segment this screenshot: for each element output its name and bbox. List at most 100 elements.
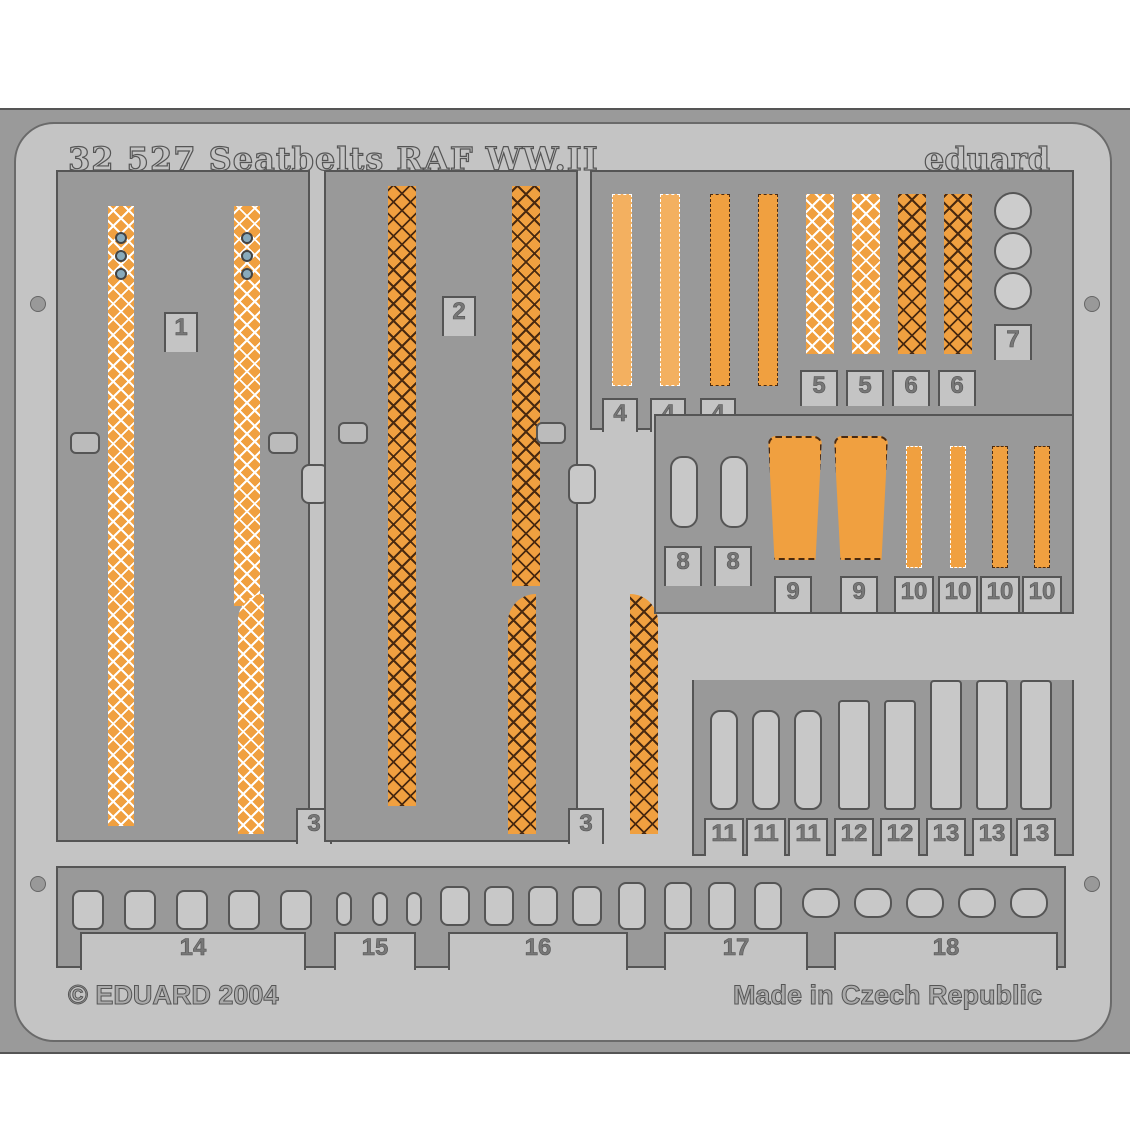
pad-9[interactable]	[768, 436, 822, 560]
clip-15-icon	[406, 892, 422, 926]
buckle-17-icon	[618, 882, 646, 930]
buckle-16-icon	[572, 886, 602, 926]
part-number-13: 13	[972, 818, 1012, 856]
buckle-icon	[536, 422, 566, 444]
buckle-icon	[338, 422, 368, 444]
rivet-icon	[115, 268, 127, 280]
strap-10[interactable]	[906, 446, 922, 568]
buckle-16-icon	[528, 886, 558, 926]
part-number-1: 1	[164, 312, 198, 352]
lap-strap[interactable]	[238, 594, 264, 834]
part-number-13: 13	[1016, 818, 1056, 856]
disc-part-icon	[994, 272, 1032, 310]
buckle-16-icon	[484, 886, 514, 926]
copyright-text: © EDUARD 2004	[67, 980, 279, 1011]
buckle-icon	[70, 432, 100, 454]
strap-4[interactable]	[660, 194, 680, 386]
part-number-6: 6	[938, 370, 976, 406]
hook-14-icon	[72, 890, 104, 930]
rivet-icon	[241, 268, 253, 280]
part-number-8: 8	[714, 546, 752, 586]
part-number-8: 8	[664, 546, 702, 586]
mounting-hole-icon	[30, 296, 46, 312]
part-panel-14-18: 14 15 16 17 18	[56, 866, 1066, 970]
disc-part-icon	[994, 232, 1032, 270]
fret-frame: 32 527 Seatbelts RAF WW.II eduard 1 3	[14, 122, 1112, 1042]
mounting-hole-icon	[30, 876, 46, 892]
buckle-8-icon	[670, 456, 698, 528]
strap-4[interactable]	[612, 194, 632, 386]
quick-release-icon	[568, 464, 596, 504]
part-number-2: 2	[442, 296, 476, 336]
part-number-15: 15	[334, 932, 416, 970]
mounting-hole-icon	[1084, 296, 1100, 312]
rivet-icon	[115, 232, 127, 244]
buckle-13-icon	[930, 680, 962, 810]
clip-15-icon	[336, 892, 352, 926]
rivet-icon	[241, 250, 253, 262]
buckle-16-icon	[440, 886, 470, 926]
part-panel-11-13: 11 11 11 12 12 13 13 13	[692, 680, 1074, 856]
shoulder-strap[interactable]	[108, 206, 134, 826]
part-panel-4-7: 4 4 4 5 5 6 6 7	[590, 170, 1074, 432]
part-number-10: 10	[938, 576, 978, 612]
part-number-5: 5	[800, 370, 838, 406]
clip-15-icon	[372, 892, 388, 926]
part-number-12: 12	[834, 818, 874, 856]
buckle-18-icon	[802, 888, 840, 918]
part-number-10: 10	[894, 576, 934, 612]
part-number-18: 18	[834, 932, 1058, 970]
part-number-5: 5	[846, 370, 884, 406]
part-number-4: 4	[602, 398, 638, 432]
strap-4[interactable]	[758, 194, 778, 386]
part-panel-8-10: 8 8 9 9 10 10 10 10	[654, 414, 1074, 614]
strap-10[interactable]	[1034, 446, 1050, 568]
strap-4[interactable]	[710, 194, 730, 386]
strap-10[interactable]	[950, 446, 966, 568]
photo-etch-fret: 32 527 Seatbelts RAF WW.II eduard 1 3	[0, 108, 1130, 1054]
strap-5[interactable]	[806, 194, 834, 354]
shoulder-strap[interactable]	[512, 186, 540, 586]
part-number-9: 9	[774, 576, 812, 612]
buckle-17-icon	[708, 882, 736, 930]
buckle-11-icon	[710, 710, 738, 810]
strap-10[interactable]	[992, 446, 1008, 568]
disc-part-icon	[994, 192, 1032, 230]
part-number-3: 3	[568, 808, 604, 844]
part-number-7: 7	[994, 324, 1032, 360]
part-number-17: 17	[664, 932, 808, 970]
part-number-13: 13	[926, 818, 966, 856]
shoulder-strap[interactable]	[388, 186, 416, 806]
strap-6[interactable]	[898, 194, 926, 354]
part-panel-1: 1	[56, 170, 310, 842]
part-number-11: 11	[746, 818, 786, 856]
buckle-18-icon	[958, 888, 996, 918]
buckle-12-icon	[838, 700, 870, 810]
buckle-11-icon	[794, 710, 822, 810]
lap-strap[interactable]	[630, 594, 658, 834]
part-number-11: 11	[788, 818, 828, 856]
shoulder-strap[interactable]	[234, 206, 260, 606]
hook-14-icon	[280, 890, 312, 930]
strap-5[interactable]	[852, 194, 880, 354]
hook-14-icon	[228, 890, 260, 930]
part-number-6: 6	[892, 370, 930, 406]
buckle-13-icon	[976, 680, 1008, 810]
part-number-10: 10	[980, 576, 1020, 612]
lap-strap[interactable]	[508, 594, 536, 834]
pad-9[interactable]	[834, 436, 888, 560]
part-number-9: 9	[840, 576, 878, 612]
buckle-18-icon	[1010, 888, 1048, 918]
rivet-icon	[115, 250, 127, 262]
part-number-16: 16	[448, 932, 628, 970]
strap-6[interactable]	[944, 194, 972, 354]
part-number-14: 14	[80, 932, 306, 970]
buckle-8-icon	[720, 456, 748, 528]
buckle-18-icon	[854, 888, 892, 918]
mounting-hole-icon	[1084, 876, 1100, 892]
buckle-12-icon	[884, 700, 916, 810]
part-number-10: 10	[1022, 576, 1062, 612]
buckle-17-icon	[754, 882, 782, 930]
buckle-17-icon	[664, 882, 692, 930]
part-number-11: 11	[704, 818, 744, 856]
